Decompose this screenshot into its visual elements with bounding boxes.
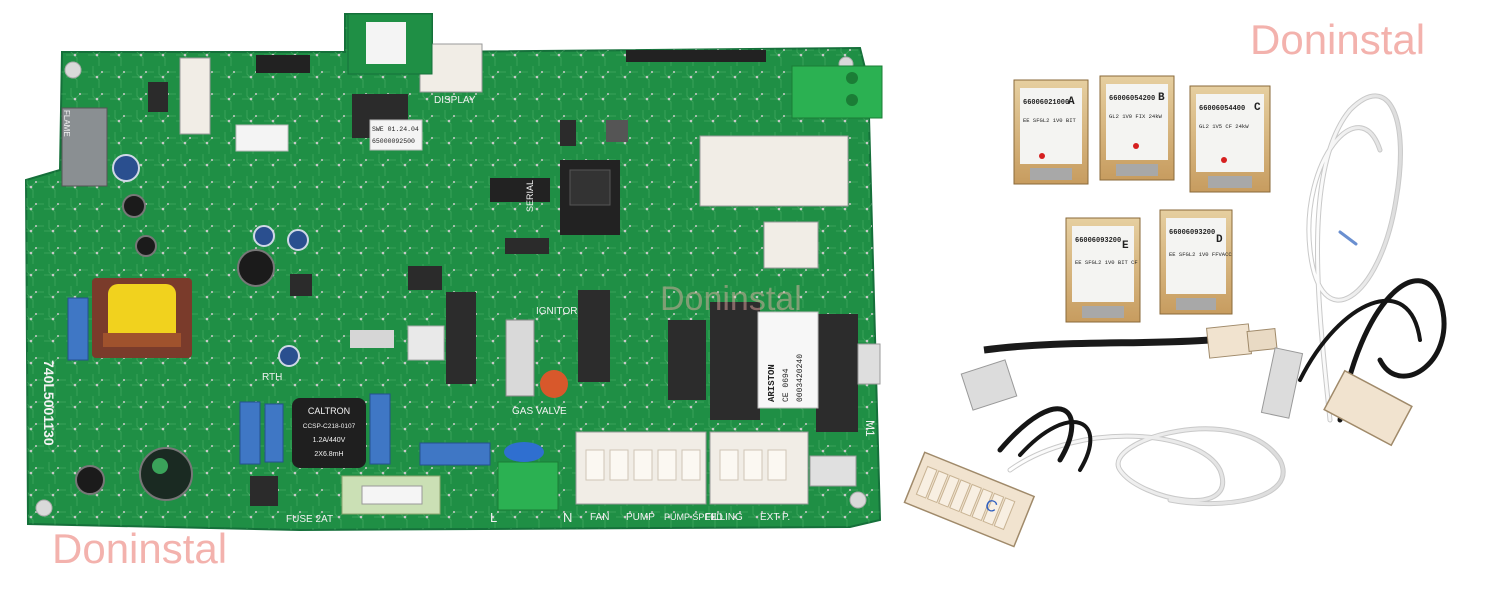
- watermark-bottom-left: Doninstal: [52, 525, 227, 572]
- display-label: DISPLAY: [434, 95, 476, 106]
- watermark-top-right: Doninstal: [1250, 16, 1425, 63]
- key-b-code: 66006054200: [1109, 95, 1155, 103]
- fan-label: FAN: [590, 512, 609, 523]
- serial-label: SERIAL: [525, 180, 535, 212]
- flame-label: FLAME: [62, 110, 71, 137]
- pump-label: PUMP: [626, 512, 655, 523]
- key-c-desc: GL2 1V5 CF 24kW: [1199, 123, 1249, 130]
- key-a-letter: A: [1068, 96, 1075, 108]
- sticker-ce: CE 0694: [782, 368, 791, 402]
- sensor-cable: [983, 323, 1278, 359]
- l-label: L: [490, 510, 497, 525]
- key-e-code: 66006093200: [1075, 237, 1121, 245]
- key-b-letter: B: [1158, 92, 1165, 104]
- wire-harness-right: [1260, 93, 1447, 447]
- eeprom-label-2: 65000092500: [372, 138, 415, 145]
- choke-brand: CALTRON: [308, 406, 350, 416]
- choke-inductance: 2X6.8mH: [314, 451, 343, 458]
- rth-label: RTH: [262, 372, 282, 383]
- common-mode-choke: [292, 398, 366, 468]
- key-c-letter: C: [1254, 102, 1261, 114]
- choke-rating: 1.2A/440V: [313, 437, 346, 444]
- key-a-code: 66006021000: [1023, 99, 1069, 107]
- m1-label: M1: [863, 420, 877, 437]
- key-b: 66006054200 B GL2 1V0 FIX 24kW: [1099, 75, 1175, 181]
- ignitor-label: IGNITOR: [536, 306, 577, 317]
- watermark-center: Doninstal: [660, 280, 802, 318]
- sticker-brand: ARISTON: [767, 364, 777, 402]
- eeprom-label-1: SWE 01.24.04: [372, 126, 419, 133]
- wire-harness-bottom: C: [903, 359, 1286, 548]
- gas-valve-label: GAS VALVE: [512, 406, 567, 417]
- ext-p-label: EXT P.: [760, 512, 790, 523]
- key-e: 66006093200 E EE SFGL2 1V0 BIT CF: [1065, 217, 1141, 323]
- key-d: 66006093200 D EE SFGL2 1V0 FFVACC: [1159, 209, 1233, 315]
- choke-model: CCSP-C218-0107: [303, 423, 356, 430]
- ariston-sticker: ARISTON CE 0694 0003420240: [757, 311, 819, 409]
- filling-label: FILLING: [705, 512, 743, 523]
- key-d-code: 66006093200: [1169, 229, 1215, 237]
- key-b-desc: GL2 1V0 FIX 24kW: [1109, 113, 1163, 120]
- board-part-number: 740L5001130: [41, 360, 57, 446]
- pump-speed-label: PUMP SPEED: [664, 512, 723, 522]
- key-a-desc: EE SFGL2 1V0 BIT: [1023, 117, 1077, 124]
- n-label: N: [563, 510, 572, 525]
- fuse-label: FUSE 2AT: [286, 514, 333, 525]
- terminal-block: [791, 65, 883, 119]
- key-d-desc: EE SFGL2 1V0 FFVACC: [1169, 251, 1232, 258]
- key-c: 66006054400 C GL2 1V5 CF 24kW: [1189, 85, 1271, 193]
- key-d-letter: D: [1216, 234, 1223, 246]
- key-c-code: 66006054400: [1199, 105, 1245, 113]
- key-e-letter: E: [1122, 240, 1129, 252]
- key-a: 66006021000 A EE SFGL2 1V0 BIT: [1013, 79, 1089, 185]
- circuit-board: CALTRON CCSP-C218-0107 1.2A/440V 2X6.8mH…: [24, 13, 883, 532]
- relay: [446, 292, 476, 384]
- key-e-desc: EE SFGL2 1V0 BIT CF: [1075, 259, 1138, 266]
- sticker-code: 0003420240: [796, 354, 805, 402]
